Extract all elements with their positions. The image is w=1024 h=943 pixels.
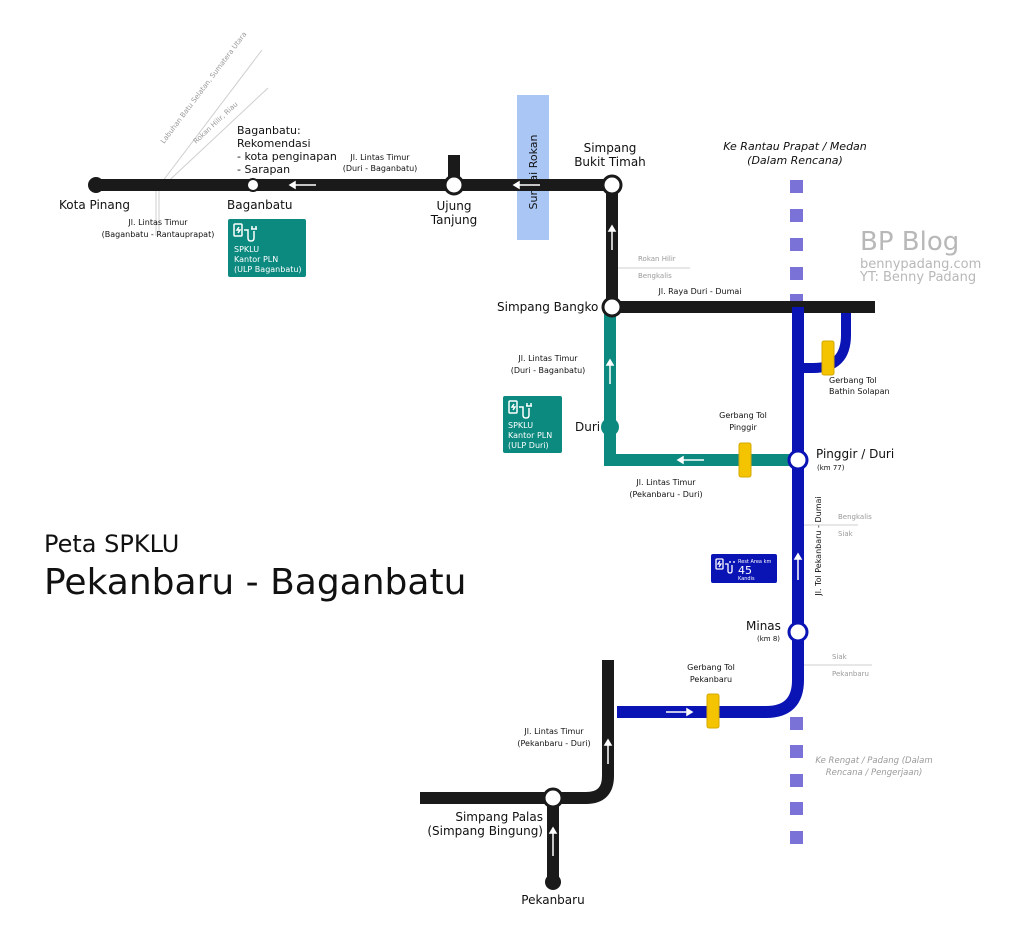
station-pekanbaru: [545, 874, 561, 890]
rest-area-kandis-box: Rest Area km 45 Kandis: [711, 554, 777, 583]
road-label-tol-vertical: Jl. Tol Pekanbaru - Dumai: [814, 496, 823, 596]
label-baganbatu: Baganbatu: [227, 198, 292, 212]
sungai-rokan-river: [517, 95, 549, 240]
lintas-timur-road: [96, 155, 875, 882]
road-label-lintas-low-1: Jl. Lintas Timur: [523, 727, 584, 736]
gerbang-tol-pinggir: [738, 442, 752, 478]
svg-text:- kota penginapan: - kota penginapan: [237, 150, 337, 163]
direction-arrows: [288, 180, 803, 856]
label-pekanbaru: Pekanbaru: [521, 893, 584, 907]
gate-label-bathin-2: Bathin Solapan: [829, 387, 890, 396]
label-pinggir-km: (km 77): [817, 464, 845, 472]
label-bukit-timah: Bukit Timah: [574, 155, 646, 169]
planned-label-north-1: Ke Rantau Prapat / Medan: [723, 140, 867, 153]
svg-text:(ULP Baganbatu): (ULP Baganbatu): [234, 265, 302, 274]
title-line-1: Peta SPKLU: [44, 530, 179, 558]
planned-route-south: [790, 717, 803, 844]
svg-text:(ULP Duri): (ULP Duri): [508, 441, 549, 450]
boundary-label-siak-b: Siak: [832, 653, 848, 661]
boundary-label-bengkalis-b: Bengkalis: [838, 513, 872, 521]
gate-label-pinggir-1: Gerbang Tol: [719, 411, 767, 420]
road-label-raya-duri-dumai: Jl. Raya Duri - Dumai: [658, 287, 742, 296]
label-simpang-bingung: (Simpang Bingung): [427, 824, 543, 838]
svg-text:Rekomendasi: Rekomendasi: [237, 137, 311, 150]
svg-text:SPKLU: SPKLU: [234, 245, 259, 254]
label-duri: Duri: [575, 420, 600, 434]
sungai-rokan-label: Sungai Rokan: [527, 134, 540, 209]
brand-yt: YT: Benny Padang: [859, 270, 976, 285]
station-pinggir-duri: [787, 449, 809, 471]
boundary-label-siak-a: Siak: [838, 530, 854, 538]
toll-road-pekanbaru-dumai: [617, 307, 851, 718]
road-label-lintas-left-1: Jl. Lintas Timur: [127, 218, 188, 227]
road-label-lintas-pd-1: Jl. Lintas Timur: [635, 478, 696, 487]
lintas-timur-duri-road: [604, 307, 798, 466]
road-label-lintas-left-2: (Baganbatu - Rantauprapat): [102, 230, 215, 239]
road-label-lintas-top-2: (Duri - Baganbatu): [343, 164, 418, 173]
svg-text:Kantor PLN: Kantor PLN: [508, 431, 552, 440]
gerbang-tol-bathin-solapan: [821, 340, 835, 376]
svg-text:- Sarapan: - Sarapan: [237, 163, 290, 176]
label-ujung: Ujung: [437, 199, 472, 213]
planned-label-south-2: Rencana / Pengerjaan): [826, 768, 923, 778]
label-pinggir-duri: Pinggir / Duri: [816, 447, 894, 461]
label-simpang: Simpang: [584, 141, 637, 155]
boundary-label-pekanbaru: Pekanbaru: [832, 670, 869, 678]
road-label-lintas-low-2: (Pekanbaru - Duri): [517, 739, 590, 748]
road-label-lintas-pd-2: (Pekanbaru - Duri): [629, 490, 702, 499]
gate-label-pekanbaru-2: Pekanbaru: [690, 675, 732, 684]
station-baganbatu: [246, 178, 260, 192]
station-simpang-palas: [542, 787, 564, 809]
ev-charger-icon: [233, 223, 257, 242]
label-minas: Minas: [746, 619, 781, 633]
planned-label-north-2: (Dalam Rencana): [747, 154, 843, 167]
gerbang-tol-pekanbaru: [706, 693, 720, 729]
planned-label-south-1: Ke Rengat / Padang (Dalam: [815, 756, 932, 766]
svg-text:Kandis: Kandis: [738, 576, 755, 582]
gate-label-bathin-1: Gerbang Tol: [829, 376, 877, 385]
station-simpang-bangko: [601, 296, 623, 318]
label-kota-pinang: Kota Pinang: [59, 198, 130, 212]
label-simpang-palas: Simpang Palas: [455, 810, 543, 824]
station-minas: [787, 621, 809, 643]
svg-text:Baganbatu:: Baganbatu:: [237, 124, 301, 137]
planned-route-north: [790, 180, 803, 301]
gate-label-pinggir-2: Pinggir: [729, 423, 757, 432]
boundary-lines: [155, 49, 872, 666]
label-tanjung: Tanjung: [430, 213, 477, 227]
baganbatu-recommendation: Baganbatu: Rekomendasi - kota penginapan…: [237, 124, 337, 176]
road-label-lintas-top-1: Jl. Lintas Timur: [349, 153, 410, 162]
label-minas-km: (km 8): [757, 635, 780, 643]
ev-charger-icon: [508, 400, 532, 419]
station-simpang-bukit-timah: [601, 174, 623, 196]
svg-text:Rest Area km: Rest Area km: [738, 559, 771, 565]
boundary-label-bengkalis-a: Bengkalis: [638, 272, 672, 280]
boundary-label-diag-2: Rokan Hilir, Riau: [192, 100, 240, 145]
brand-site: bennypadang.com: [860, 257, 981, 272]
station-ujung-tanjung: [443, 174, 465, 196]
svg-text:SPKLU: SPKLU: [508, 421, 533, 430]
svg-text:45: 45: [738, 564, 752, 577]
road-label-lintas-mid-1: Jl. Lintas Timur: [517, 354, 578, 363]
spklu-duri-box: SPKLU Kantor PLN (ULP Duri): [503, 396, 562, 453]
label-simpang-bangko: Simpang Bangko: [497, 300, 598, 314]
title-line-2: Pekanbaru - Baganbatu: [44, 562, 466, 603]
boundary-label-rokan-hilir: Rokan Hilir: [638, 255, 676, 263]
spklu-baganbatu-box: SPKLU Kantor PLN (ULP Baganbatu): [228, 219, 306, 277]
ev-charger-icon: [715, 558, 735, 574]
road-label-lintas-mid-2: (Duri - Baganbatu): [511, 366, 586, 375]
brand-name: BP Blog: [860, 227, 959, 257]
svg-text:Kantor PLN: Kantor PLN: [234, 255, 278, 264]
station-kota-pinang: [88, 177, 104, 193]
gate-label-pekanbaru-1: Gerbang Tol: [687, 663, 735, 672]
station-duri: [601, 418, 619, 436]
